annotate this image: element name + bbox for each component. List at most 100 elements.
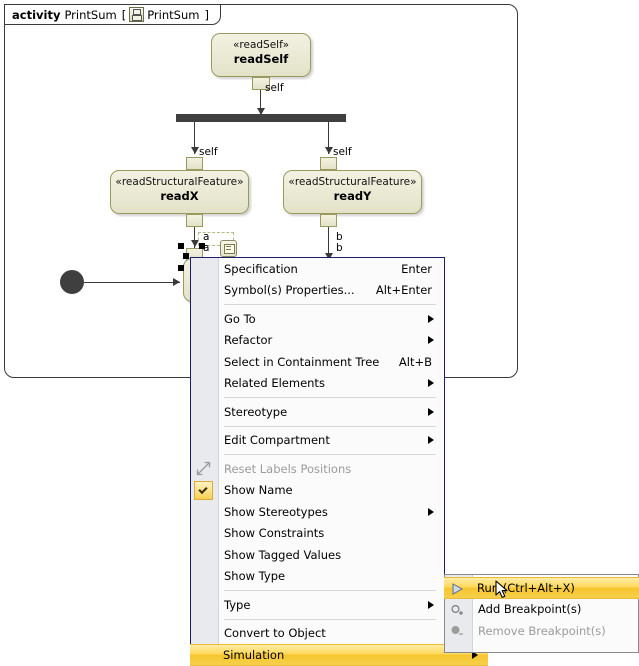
edge-initial-arrowhead <box>173 278 180 286</box>
fork-node[interactable] <box>176 114 346 122</box>
pin-readX-out[interactable] <box>186 214 203 227</box>
edge-label-self-right: self <box>333 146 352 158</box>
mouse-cursor <box>495 580 508 598</box>
chevron-right-icon <box>428 314 434 323</box>
checkbox-checked-icon[interactable] <box>194 480 213 500</box>
menu-item-label: Show Stereotypes <box>224 504 328 519</box>
menu-separator <box>224 397 436 398</box>
menu-item-go-to[interactable]: Go To <box>191 308 444 330</box>
menu-item-edit-compartment[interactable]: Edit Compartment <box>191 430 444 452</box>
edge-fork-ready-arrowhead <box>325 147 333 154</box>
menu-item-label: Convert to Object <box>224 626 326 641</box>
menu-item-show-constraints[interactable]: Show Constraints <box>191 523 444 545</box>
menu-item-label: Show Name <box>224 483 293 498</box>
pin-readX-in[interactable] <box>186 157 203 170</box>
initial-node[interactable] <box>60 270 84 294</box>
menu-item-accel: Alt+B <box>398 354 432 369</box>
edge-ready-arrowhead <box>325 253 333 260</box>
submenu-item-label: Remove Breakpoint(s) <box>478 623 606 638</box>
selection-handle-tl[interactable] <box>178 243 184 249</box>
selection-handle-ml[interactable] <box>183 253 189 259</box>
menu-item-accel: Alt+Enter <box>375 283 432 298</box>
chevron-right-icon <box>428 336 434 345</box>
simulation-submenu[interactable]: Run (Ctrl+Alt+X) Add Breakpoint(s) Remov… <box>444 574 639 653</box>
pin-readY-in[interactable] <box>320 157 337 170</box>
context-menu[interactable]: Specification Enter Symbol(s) Properties… <box>190 257 488 666</box>
add-breakpoint-icon <box>451 604 463 615</box>
edge-label-self-left: self <box>199 146 218 158</box>
menu-item-specification[interactable]: Specification Enter <box>191 258 444 280</box>
note-icon[interactable] <box>220 240 237 257</box>
menu-item-reset-labels-positions: Reset Labels Positions <box>191 458 444 480</box>
menu-item-label: Simulation <box>223 647 285 662</box>
edge-label-b-pin: b <box>336 231 343 243</box>
diagram-frame-header: activity PrintSum [ PrintSum ] <box>4 4 221 25</box>
menu-separator <box>224 618 436 620</box>
menu-item-label: Refactor <box>224 333 273 348</box>
menu-item-label: Related Elements <box>224 376 325 391</box>
edge-label-a-dashbox <box>198 232 234 246</box>
node-readSelf-name: readSelf <box>233 52 289 67</box>
chevron-right-icon <box>428 507 434 516</box>
menu-item-show-tagged-values[interactable]: Show Tagged Values <box>191 544 444 566</box>
menu-item-refactor[interactable]: Refactor <box>191 330 444 352</box>
edge-label-a-flow: a <box>203 242 210 254</box>
menu-item-label: Type <box>224 597 251 612</box>
node-readX-name: readX <box>160 189 199 204</box>
menu-item-label: Symbol(s) Properties... <box>224 283 355 298</box>
menu-item-type[interactable]: Type <box>191 594 444 616</box>
submenu-item-add-breakpoints[interactable]: Add Breakpoint(s) <box>445 599 638 621</box>
node-readY-name: readY <box>333 189 372 204</box>
node-readSelf[interactable]: «readSelf» readSelf <box>211 33 311 77</box>
menu-item-stereotype[interactable]: Stereotype <box>191 401 444 423</box>
selection-handle-tr[interactable] <box>199 243 205 249</box>
frame-name: PrintSum <box>64 7 117 22</box>
edge-label-a-pin: a <box>203 231 210 243</box>
menu-item-label: Show Tagged Values <box>224 547 342 562</box>
edge-fork-readx-arrowhead <box>191 147 199 154</box>
menu-item-label: Edit Compartment <box>224 433 330 448</box>
chevron-right-icon <box>428 379 434 388</box>
submenu-item-remove-breakpoints: Remove Breakpoint(s) <box>445 620 638 642</box>
menu-item-label: Specification <box>224 261 298 276</box>
node-readX[interactable]: «readStructuralFeature» readX <box>110 170 249 214</box>
edge-readself-to-fork <box>260 90 261 115</box>
edge-fork-to-readx <box>194 122 195 154</box>
edge-readself-arrowhead <box>257 108 265 115</box>
menu-item-label: Reset Labels Positions <box>224 461 352 476</box>
menu-item-label: Show Constraints <box>224 526 325 541</box>
node-readY-stereotype: «readStructuralFeature» <box>288 176 417 188</box>
node-readX-stereotype: «readStructuralFeature» <box>115 176 244 188</box>
pin-readSelf-out[interactable] <box>252 77 270 90</box>
edge-label-self-top: self <box>265 82 284 94</box>
menu-item-label: Show Type <box>224 569 286 584</box>
frame-inner-name: PrintSum <box>147 7 200 22</box>
menu-item-related-elements[interactable]: Related Elements <box>191 373 444 395</box>
frame-bracket-close: ] <box>204 7 209 22</box>
submenu-item-label: Add Breakpoint(s) <box>478 602 582 617</box>
menu-separator <box>224 590 436 591</box>
menu-item-label: Stereotype <box>224 404 288 419</box>
pin-readY-out[interactable] <box>320 214 337 227</box>
node-readY[interactable]: «readStructuralFeature» readY <box>283 170 422 214</box>
frame-keyword: activity <box>12 7 61 22</box>
context-menu-gutter <box>191 258 219 652</box>
chevron-right-icon <box>428 436 434 445</box>
submenu-item-run[interactable]: Run (Ctrl+Alt+X) <box>444 577 639 599</box>
menu-item-show-name[interactable]: Show Name <box>191 480 444 502</box>
node-readSelf-stereotype: «readSelf» <box>232 39 290 51</box>
selection-handle-bl[interactable] <box>178 265 184 271</box>
edge-initial-to-sum <box>84 282 180 283</box>
chevron-right-icon <box>428 407 434 416</box>
menu-item-symbol-properties[interactable]: Symbol(s) Properties... Alt+Enter <box>191 280 444 302</box>
menu-item-label: Go To <box>224 311 256 326</box>
menu-item-show-type[interactable]: Show Type <box>191 566 444 588</box>
menu-separator <box>224 425 436 427</box>
edge-readx-arrowhead <box>191 240 199 247</box>
frame-bracket-open: [ <box>121 7 127 22</box>
menu-item-convert-to-object[interactable]: Convert to Object <box>191 623 444 645</box>
menu-item-show-stereotypes[interactable]: Show Stereotypes <box>191 501 444 523</box>
edge-fork-to-ready <box>328 122 329 154</box>
menu-item-select-in-containment-tree[interactable]: Select in Containment Tree Alt+B <box>191 351 444 373</box>
edge-label-b-flow: b <box>336 242 343 254</box>
